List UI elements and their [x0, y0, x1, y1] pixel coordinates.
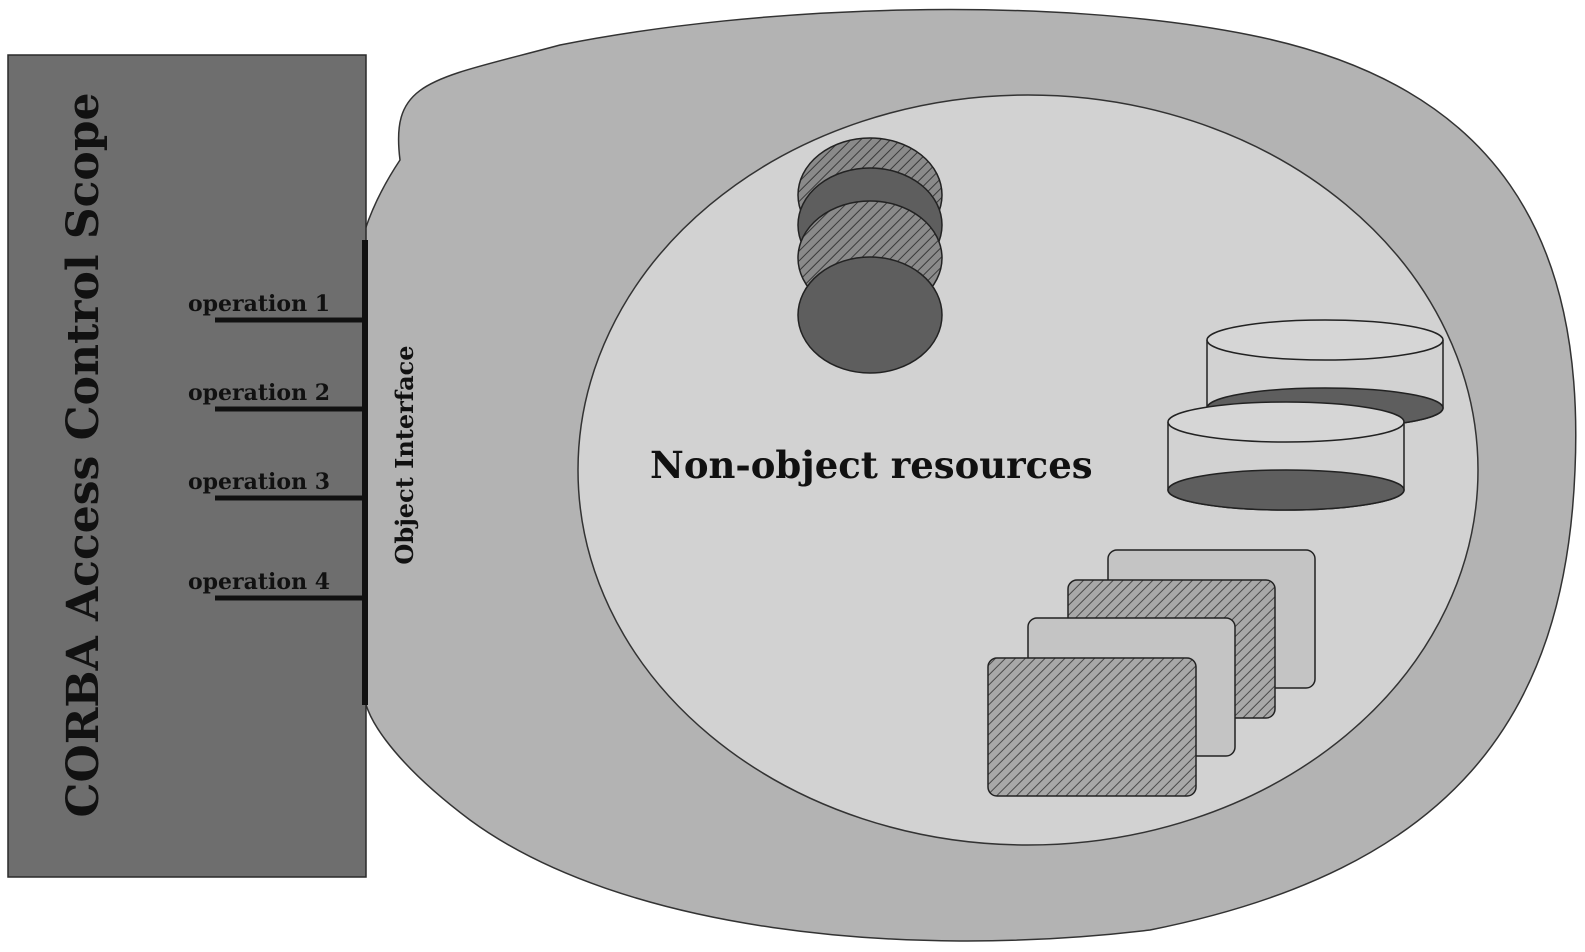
access-control-scope-panel: [7, 54, 367, 878]
operation-label-3: operation 3: [188, 469, 330, 495]
operation-label-4: operation 4: [188, 569, 330, 595]
operation-label-1: operation 1: [188, 291, 330, 317]
operation-label-2: operation 2: [188, 380, 330, 406]
scope-title: CORBA Access Control Scope: [58, 92, 109, 817]
object-interface-label: Object Interface: [390, 345, 419, 564]
non-object-resources-label: Non-object resources: [650, 443, 1093, 487]
cylinder-icon: [1167, 319, 1444, 511]
document-card-icon: [987, 549, 1316, 797]
disk-stack-icon: [797, 137, 943, 374]
